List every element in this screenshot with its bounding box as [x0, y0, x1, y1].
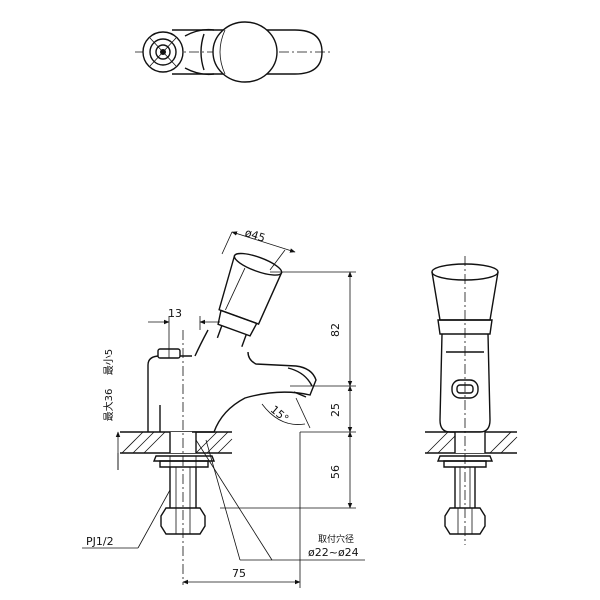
dim-dia-45: ø45 [243, 226, 267, 245]
dim-82: 82 [329, 323, 342, 337]
dim-13: 13 [168, 307, 182, 320]
dim-25: 25 [329, 403, 342, 417]
label-pj: PJ1/2 [86, 535, 114, 548]
front-view: 82 25 56 ø45 13 最大36 最小5 15° 75 PJ1/2 [82, 226, 365, 588]
dim-angle: 15° [268, 403, 291, 425]
dim-max36: 最大36 [102, 389, 115, 422]
under-fitting [152, 455, 216, 535]
counter-hatch-right [426, 431, 518, 454]
side-view [425, 256, 518, 545]
dim-min5: 最小5 [103, 349, 115, 375]
counter-hatch-left [121, 431, 233, 454]
dim-56: 56 [329, 465, 342, 479]
label-hole-title: 取付穴径 [318, 533, 354, 545]
knob-side [216, 252, 283, 347]
label-hole-range: ø22~ø24 [308, 546, 359, 559]
knob-top [212, 21, 278, 83]
top-view [135, 21, 330, 83]
dim-75: 75 [232, 567, 246, 580]
